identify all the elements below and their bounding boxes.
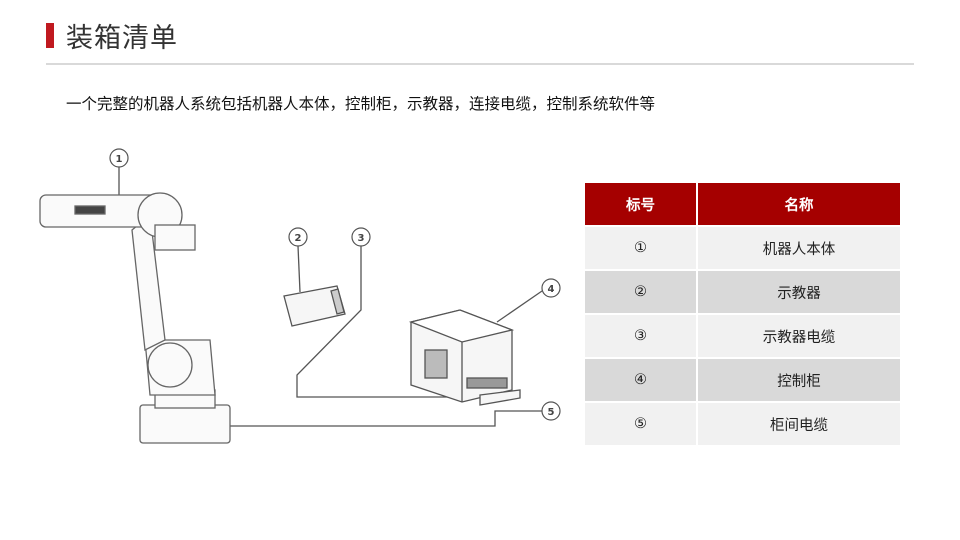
teach-pendant-cable [296,246,455,398]
teach-pendant [283,285,346,327]
callout-5-label: 5 [548,407,555,418]
inter-cabinet-cable [230,410,542,427]
row-name: 柜间电缆 [698,403,900,445]
callout-1-label: 1 [116,154,123,165]
control-cabinet [408,309,521,406]
callout-5 [541,401,561,421]
row-name: 示教器电缆 [698,315,900,357]
callout-1 [109,148,129,168]
row-id: ⑤ [585,403,698,445]
header-name: 名称 [698,183,900,225]
robot-body [39,192,231,444]
row-name: 示教器 [698,271,900,313]
callout-2-label: 2 [295,233,302,244]
leader-2 [297,245,301,293]
row-name: 机器人本体 [698,227,900,269]
row-id: ① [585,227,698,269]
leader-4 [496,290,543,323]
page-title: 装箱清单 [66,23,178,54]
header-id: 标号 [585,183,698,225]
row-name: 控制柜 [698,359,900,401]
title-divider [46,63,914,65]
callout-3-label: 3 [358,233,365,244]
callout-4 [541,278,561,298]
row-id: ④ [585,359,698,401]
callout-4-label: 4 [548,284,555,295]
description-text: 一个完整的机器人系统包括机器人本体，控制柜，示教器，连接电缆，控制系统软件等 [66,95,656,113]
table-header-row: 标号 名称 [585,183,900,225]
row-id: ② [585,271,698,313]
callout-3 [351,227,371,247]
callout-2 [288,227,308,247]
row-id: ③ [585,315,698,357]
title-accent-bar [46,23,54,48]
callouts [109,148,561,421]
